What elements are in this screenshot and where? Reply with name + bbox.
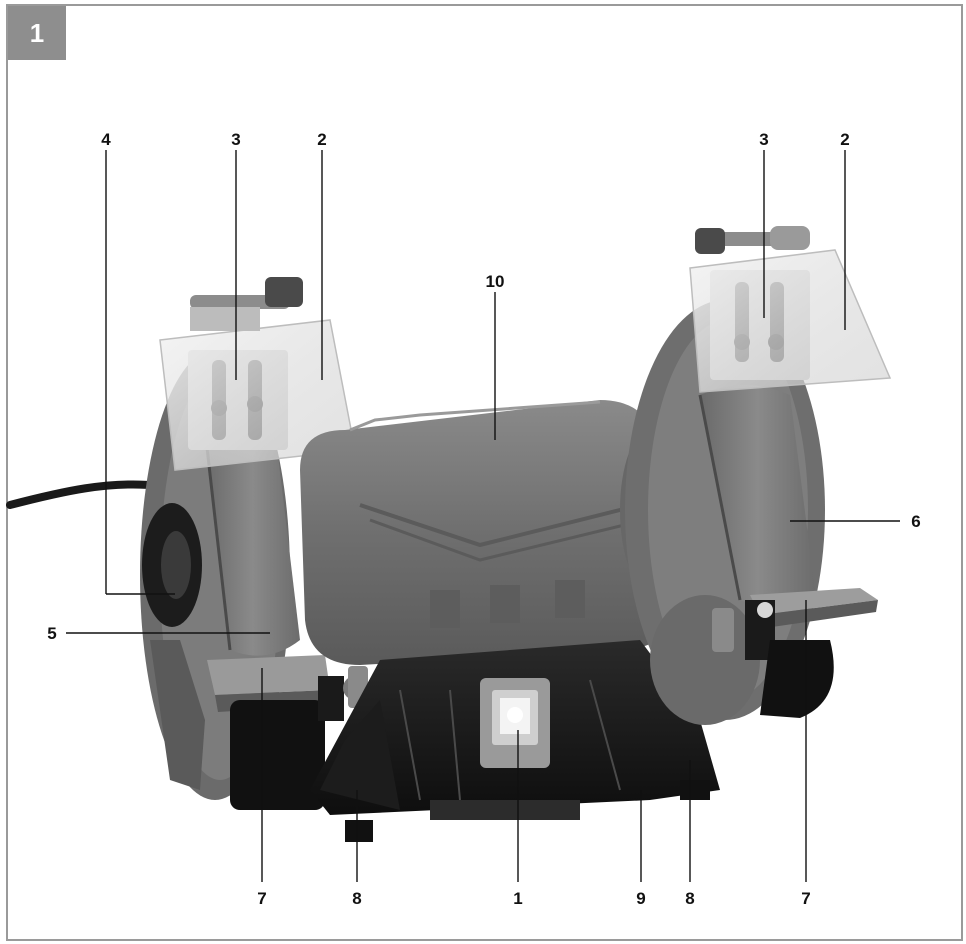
callout-10: 10	[486, 272, 505, 291]
callout-8-left: 8	[352, 889, 361, 908]
callout-9: 9	[636, 889, 645, 908]
on-off-switch	[480, 678, 550, 768]
callout-6: 6	[911, 512, 920, 531]
right-eye-shield	[689, 226, 892, 393]
power-cord	[6, 480, 164, 509]
callout-3-left: 3	[231, 130, 240, 149]
callout-3-right: 3	[759, 130, 768, 149]
figure-number-badge: 1	[8, 6, 66, 60]
callout-2-left: 2	[317, 130, 326, 149]
leader-lines	[66, 150, 900, 882]
left-work-rest	[207, 655, 368, 810]
callout-1: 1	[513, 889, 522, 908]
callout-5: 5	[47, 624, 56, 643]
callout-4: 4	[101, 130, 111, 149]
callout-7-right: 7	[801, 889, 810, 908]
figure-frame	[6, 4, 963, 941]
right-work-rest	[712, 588, 878, 718]
left-eye-shield	[159, 277, 356, 471]
left-flange	[142, 503, 202, 627]
callout-8-right: 8	[685, 889, 694, 908]
callout-7-left: 7	[257, 889, 266, 908]
right-grinding-wheel	[698, 385, 815, 606]
callout-2-right: 2	[840, 130, 849, 149]
motor-housing	[300, 400, 680, 665]
